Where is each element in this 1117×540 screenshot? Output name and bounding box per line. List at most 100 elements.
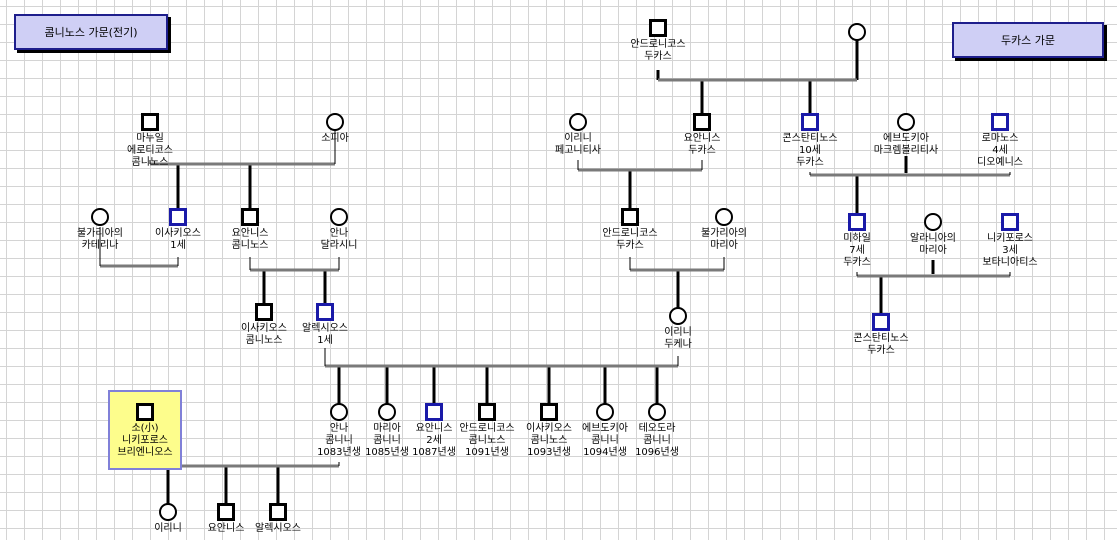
person-label-line: 알렉시오스	[255, 523, 301, 534]
person-label-line: 마리아	[710, 240, 738, 251]
person-label-line: 이사키오스	[241, 323, 287, 334]
person-label-line: 알라니아의	[910, 233, 956, 244]
person-label-line: 1093년생	[527, 447, 571, 458]
marriage-lines	[100, 78, 1010, 468]
person-label-line: 안드로니코스	[602, 228, 658, 239]
person-label-line: 콤니노스	[231, 240, 269, 251]
male-square-icon	[848, 213, 866, 231]
person-label-line: 요안니스	[231, 228, 269, 239]
person-label-line: 콤니노스	[131, 157, 169, 168]
person-label-line: 이리니	[664, 327, 692, 338]
person-label-line: 콤니니	[325, 435, 353, 446]
female-circle-icon	[715, 208, 733, 226]
female-circle-icon	[330, 208, 348, 226]
person-label-line: 콤니노스	[468, 435, 506, 446]
person-label-line: 두케나	[664, 339, 692, 350]
person-label-line: 에브도키아	[883, 133, 929, 144]
person-label-line: 요안니스	[683, 133, 721, 144]
house-komnenos-label: 콤니노스 가문(전기)	[14, 14, 168, 50]
person-label-line: 카테리나	[81, 240, 119, 251]
person-label: 알렉시오스	[208, 523, 348, 535]
person-label-line: 미하일	[843, 233, 871, 244]
female-circle-icon	[159, 503, 177, 521]
female-circle-icon	[669, 307, 687, 325]
female-circle-icon	[596, 403, 614, 421]
male-square-icon	[141, 113, 159, 131]
person-label-line: 브리엔니오스	[117, 447, 173, 458]
person-label-line: 보타니아티스	[982, 257, 1038, 268]
person-label-line: 안드로니코스	[630, 39, 686, 50]
male-square-icon	[801, 113, 819, 131]
female-circle-icon	[897, 113, 915, 131]
person-label-line: 2세	[426, 435, 442, 446]
person-label-line: 소피아	[321, 133, 349, 144]
person-label-line: 마크렘볼리티사	[873, 145, 939, 156]
person-label-line: 소(小)	[131, 423, 159, 434]
label-connector-lines	[99, 130, 1011, 466]
person-label-line: 두카스	[644, 51, 672, 62]
female-circle-icon	[378, 403, 396, 421]
female-circle-icon	[91, 208, 109, 226]
person-label-line: 콤니니	[373, 435, 401, 446]
person-label-line: 안드로니코스	[459, 423, 515, 434]
person-label-line: 4세	[992, 145, 1008, 156]
person-label-line: 1세	[170, 240, 186, 251]
male-square-icon	[217, 503, 235, 521]
person-label-line: 니키포로스	[987, 233, 1033, 244]
house-doukas-label: 두카스 가문	[952, 22, 1104, 58]
person-label-line: 디오예니스	[977, 157, 1023, 168]
person-label-line: 달라시니	[320, 240, 358, 251]
person-label-line: 마누일	[136, 133, 164, 144]
person-label-line: 1085년생	[365, 447, 409, 458]
male-square-icon	[255, 303, 273, 321]
male-square-icon	[991, 113, 1009, 131]
house-komnenos-text: 콤니노스 가문(전기)	[44, 26, 138, 39]
person-label-line: 마리아	[373, 423, 401, 434]
male-square-icon	[621, 208, 639, 226]
person-label-line: 로마노스	[981, 133, 1019, 144]
person-label-line: 1096년생	[635, 447, 679, 458]
person-label-line: 콤니니	[591, 435, 619, 446]
person-label-line: 두카스	[616, 240, 644, 251]
person-label-line: 1091년생	[465, 447, 509, 458]
female-circle-icon	[648, 403, 666, 421]
person-label: 소피아	[265, 133, 405, 145]
person-label-line: 두카스	[843, 257, 871, 268]
house-doukas-text: 두카스 가문	[1000, 34, 1056, 47]
person-label: 이리니	[98, 523, 238, 535]
person-label-line: 콘스탄티노스	[853, 333, 909, 344]
person-label-line: 두카스	[867, 345, 895, 356]
male-square-icon	[269, 503, 287, 521]
person-label-line: 안나	[329, 423, 349, 434]
female-circle-icon	[326, 113, 344, 131]
male-square-icon	[169, 208, 187, 226]
female-circle-icon	[924, 213, 942, 231]
person-label-line: 1세	[317, 335, 333, 346]
person-label-line: 7세	[849, 245, 865, 256]
person-label-line: 불가리아의	[77, 228, 123, 239]
person-label-line: 10세	[799, 145, 821, 156]
person-label-line: 콤니니	[643, 435, 671, 446]
person-label-line: 콤니노스	[245, 335, 283, 346]
